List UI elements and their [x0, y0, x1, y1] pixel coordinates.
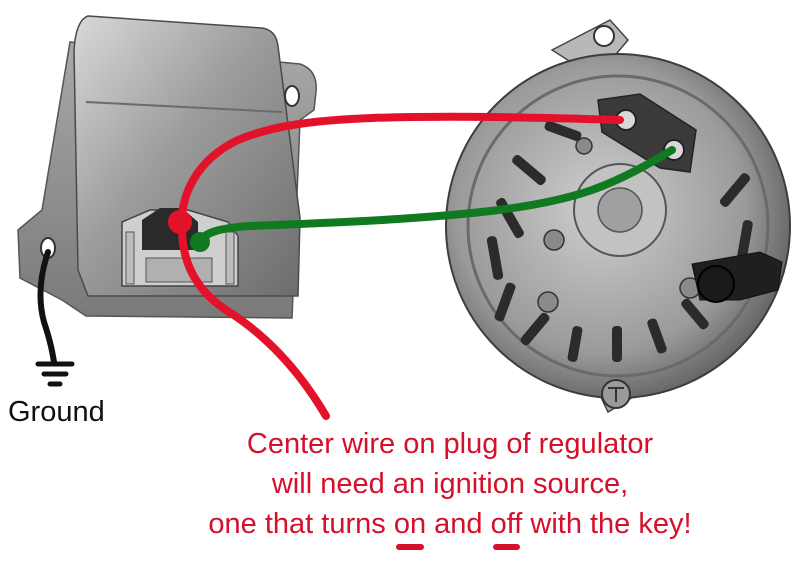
- note-text-c: with the key!: [522, 508, 692, 540]
- alternator-vents: [486, 120, 753, 362]
- ignition-note: Center wire on plug of regulator will ne…: [120, 424, 780, 544]
- red-wire: [177, 112, 624, 420]
- ground-symbol-icon: [35, 361, 75, 387]
- green-wire-connection-dot: [190, 232, 210, 252]
- ground-wire: [37, 249, 57, 365]
- ignition-note-line-2: will need an ignition source,: [271, 468, 629, 500]
- regulator-mount-hole-right: [284, 85, 300, 107]
- note-word-off: off: [490, 508, 523, 540]
- alternator: [445, 19, 791, 414]
- note-word-on: on: [393, 508, 427, 540]
- ignition-note-line-3: one that turns on and off with the key!: [120, 504, 780, 544]
- red-wire-connection-dot: [168, 210, 192, 234]
- note-text-a: one that turns: [208, 508, 394, 540]
- voltage-regulator: [17, 15, 317, 319]
- ground-label: Ground: [8, 396, 105, 428]
- note-text-b: and: [426, 508, 491, 540]
- green-wire: [194, 146, 676, 246]
- ignition-note-line-1: Center wire on plug of regulator: [246, 428, 654, 460]
